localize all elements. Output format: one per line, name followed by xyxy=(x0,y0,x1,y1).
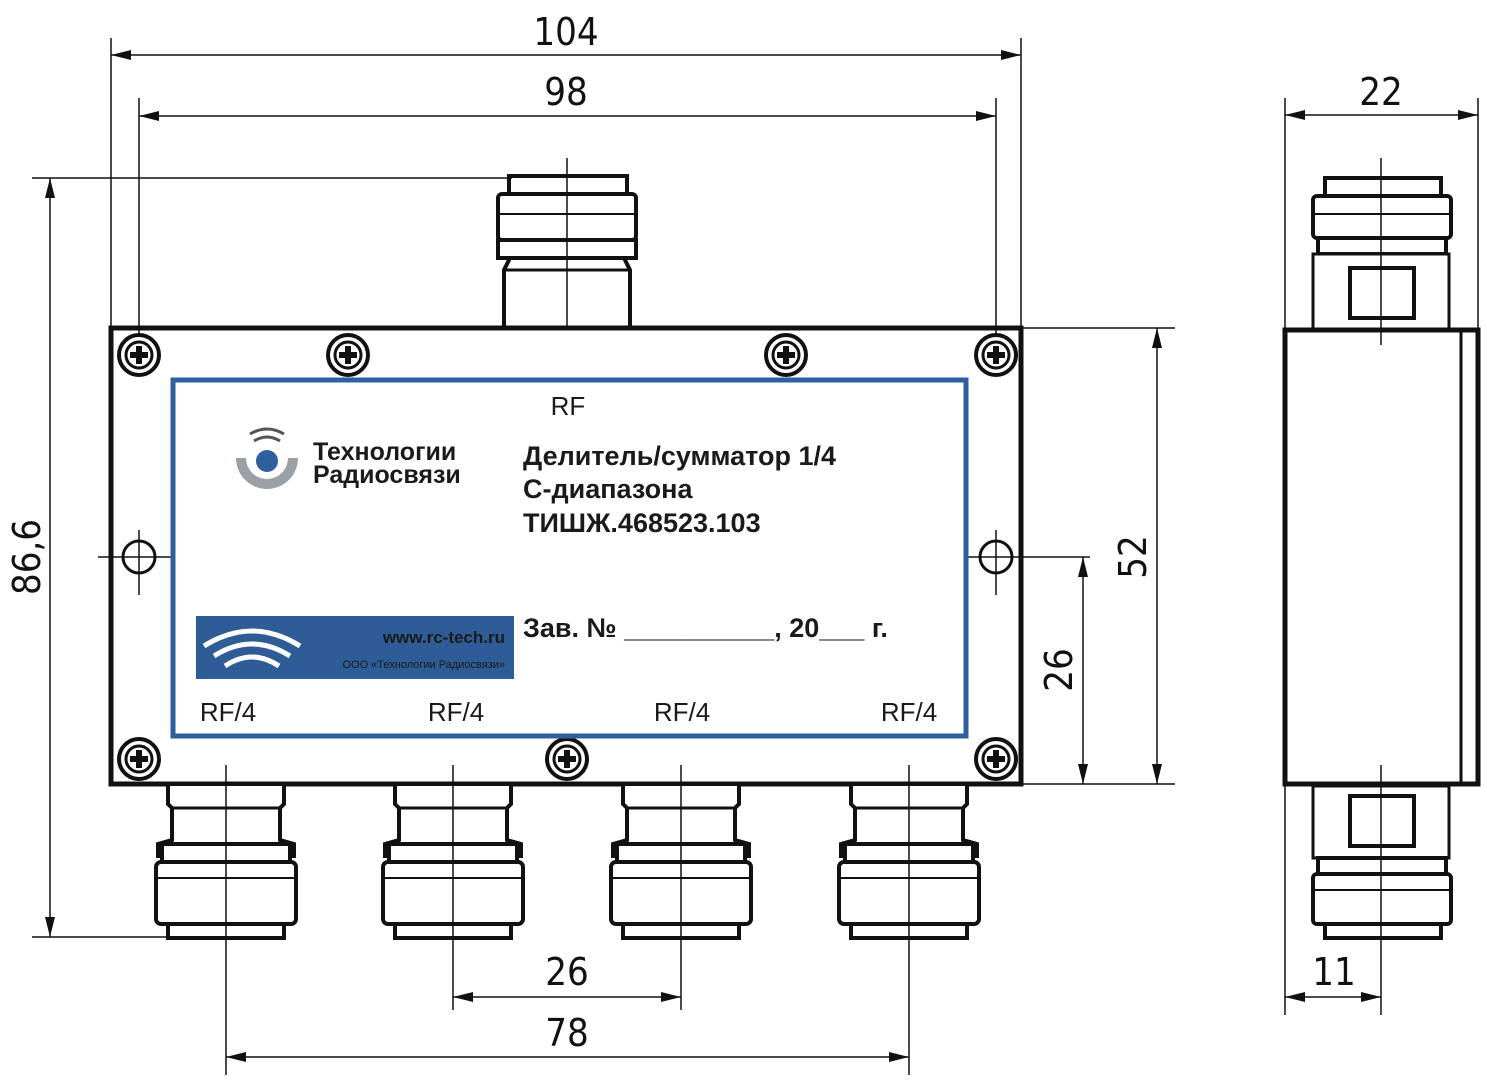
dimension-lines xyxy=(32,38,1175,1062)
screw-icon xyxy=(764,333,808,377)
dim-center-offset: 26 xyxy=(1037,648,1081,692)
serial-number-field: Зав. № __________, 20___ г. xyxy=(523,613,888,643)
dim-overall-width: 104 xyxy=(533,10,598,54)
screw-icon xyxy=(974,737,1018,781)
dim-depth: 22 xyxy=(1359,70,1403,114)
screw-icon xyxy=(974,333,1018,377)
front-view: RF Технологии Радиосвязи Делитель/суммат… xyxy=(98,158,1090,1075)
screw-icon xyxy=(545,737,589,781)
label-rf-input: RF xyxy=(551,391,586,421)
output-label-3: RF/4 xyxy=(654,697,710,727)
banner-company: ООО «Технологии Радиосвязи» xyxy=(342,659,505,671)
side-dimension-lines xyxy=(1284,98,1479,1015)
logo-line2: Радиосвязи xyxy=(313,461,461,489)
product-title-line2: С-диапазона xyxy=(523,474,693,504)
screw-icon xyxy=(117,333,161,377)
dim-overall-height: 86,6 xyxy=(5,519,49,595)
website-banner: www.rc-tech.ru ООО «Технологии Радиосвяз… xyxy=(196,616,514,679)
dim-outer-span: 78 xyxy=(545,1011,589,1055)
product-code: ТИШЖ.468523.103 xyxy=(523,508,761,538)
screw-icon xyxy=(326,333,370,377)
output-label-4: RF/4 xyxy=(881,697,937,727)
logo-line1: Технологии xyxy=(313,438,456,466)
banner-url: www.rc-tech.ru xyxy=(382,628,505,647)
side-view xyxy=(1282,158,1481,1015)
dim-half-depth: 11 xyxy=(1312,950,1356,994)
company-logo: Технологии Радиосвязи xyxy=(236,427,461,489)
side-body xyxy=(1282,327,1481,787)
product-title-line1: Делитель/сумматор 1/4 xyxy=(523,441,836,471)
input-connector xyxy=(496,158,638,345)
dim-connector-pitch: 26 xyxy=(545,950,589,994)
dim-hole-spacing: 98 xyxy=(544,70,588,114)
output-label-1: RF/4 xyxy=(200,697,256,727)
dim-body-height: 52 xyxy=(1111,535,1155,579)
screw-icon xyxy=(117,737,161,781)
output-connectors xyxy=(154,784,981,940)
label-plate: RF Технологии Радиосвязи Делитель/суммат… xyxy=(170,377,969,739)
output-label-2: RF/4 xyxy=(428,697,484,727)
